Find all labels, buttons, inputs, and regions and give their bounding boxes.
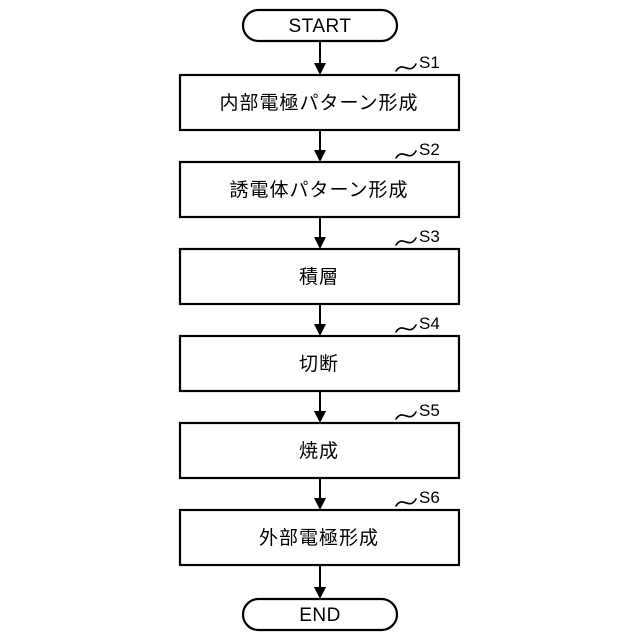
- process-step-3-label: 積層: [299, 266, 339, 288]
- process-step-3: 積層 S3: [178, 227, 461, 306]
- connector-step-6-to-end: [314, 565, 326, 599]
- process-step-1: 内部電極パターン形成 S1: [178, 53, 461, 132]
- process-step-3-box: [178, 247, 461, 306]
- process-step-4-label: 切断: [299, 353, 339, 375]
- leader-line-s6: [395, 498, 417, 507]
- process-step-6: 外部電極形成 S6: [178, 488, 461, 567]
- end-node: END: [241, 597, 399, 632]
- process-step-6-box: [178, 508, 461, 567]
- process-step-5-label: 焼成: [299, 440, 339, 462]
- connector-step-4-to-step-5: [314, 391, 326, 423]
- process-step-4-box: [178, 334, 461, 393]
- end-node-label: END: [299, 605, 341, 626]
- end-node-shape: [241, 597, 399, 632]
- leader-line-s5: [395, 411, 417, 420]
- connector-step-2-to-step-3: [314, 217, 326, 249]
- process-step-2-box: [178, 160, 461, 219]
- leader-line-s3: [395, 237, 417, 246]
- leader-line-s1: [395, 63, 417, 72]
- process-step-4: 切断 S4: [178, 314, 461, 393]
- reference-label-s5: S5: [419, 401, 440, 420]
- connector-step-3-to-step-4: [314, 304, 326, 336]
- process-step-6-label: 外部電極形成: [259, 527, 379, 549]
- process-step-1-box: [178, 73, 461, 132]
- reference-label-s3: S3: [419, 227, 440, 246]
- reference-label-s6: S6: [419, 488, 440, 507]
- process-step-1-label: 内部電極パターン形成: [219, 92, 418, 114]
- reference-label-s2: S2: [419, 140, 440, 159]
- process-step-2-label: 誘電体パターン形成: [229, 179, 408, 201]
- start-node: START: [241, 8, 399, 43]
- process-step-2: 誘電体パターン形成 S2: [178, 140, 461, 219]
- connector-step-5-to-step-6: [314, 478, 326, 510]
- leader-line-s2: [395, 150, 417, 159]
- start-node-label: START: [288, 16, 351, 37]
- connector-start-to-step-1: [314, 41, 326, 75]
- connector-step-1-to-step-2: [314, 130, 326, 162]
- reference-label-s1: S1: [419, 53, 440, 72]
- reference-label-s4: S4: [419, 314, 440, 333]
- leader-line-s4: [395, 324, 417, 333]
